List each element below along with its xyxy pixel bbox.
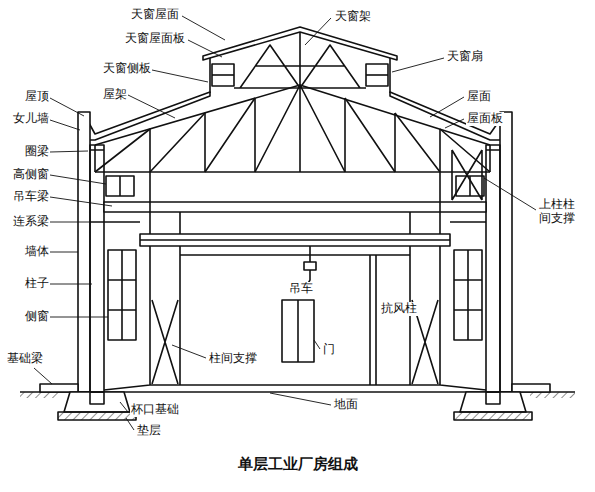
figure-caption: 单层工业厂房组成	[0, 455, 595, 474]
part-label: 柱子	[24, 277, 50, 291]
part-label: 门	[322, 343, 336, 357]
part-label: 杯口基础	[130, 403, 180, 417]
part-label: 吊车	[288, 282, 314, 296]
part-label: 垫层	[136, 424, 162, 438]
part-label: 天窗扇	[446, 50, 484, 64]
part-label: 上柱柱 间支撑	[538, 198, 578, 226]
part-label: 屋面板	[466, 112, 504, 126]
part-label: 侧窗	[24, 310, 50, 324]
part-label: 屋架	[102, 88, 128, 102]
part-label: 高侧窗	[12, 168, 50, 182]
part-label: 基础梁	[6, 352, 44, 366]
leader-lines	[34, 16, 536, 430]
part-label: 天窗架	[334, 10, 372, 24]
part-label: 天窗屋面	[130, 8, 180, 22]
part-label: 女儿墙	[12, 112, 50, 126]
part-label: 地面	[333, 398, 359, 412]
part-label: 天窗屋面板	[124, 32, 186, 46]
part-label: 抗风柱	[380, 302, 418, 316]
part-label: 屋面	[466, 90, 492, 104]
part-label: 圈梁	[24, 145, 50, 159]
part-label: 墙体	[24, 245, 50, 259]
part-label: 柱间支撑	[208, 352, 258, 366]
part-label: 天窗侧板	[102, 62, 152, 76]
part-label: 屋顶	[24, 90, 50, 104]
part-label: 连系梁	[12, 215, 50, 229]
part-label: 吊车梁	[12, 190, 50, 204]
